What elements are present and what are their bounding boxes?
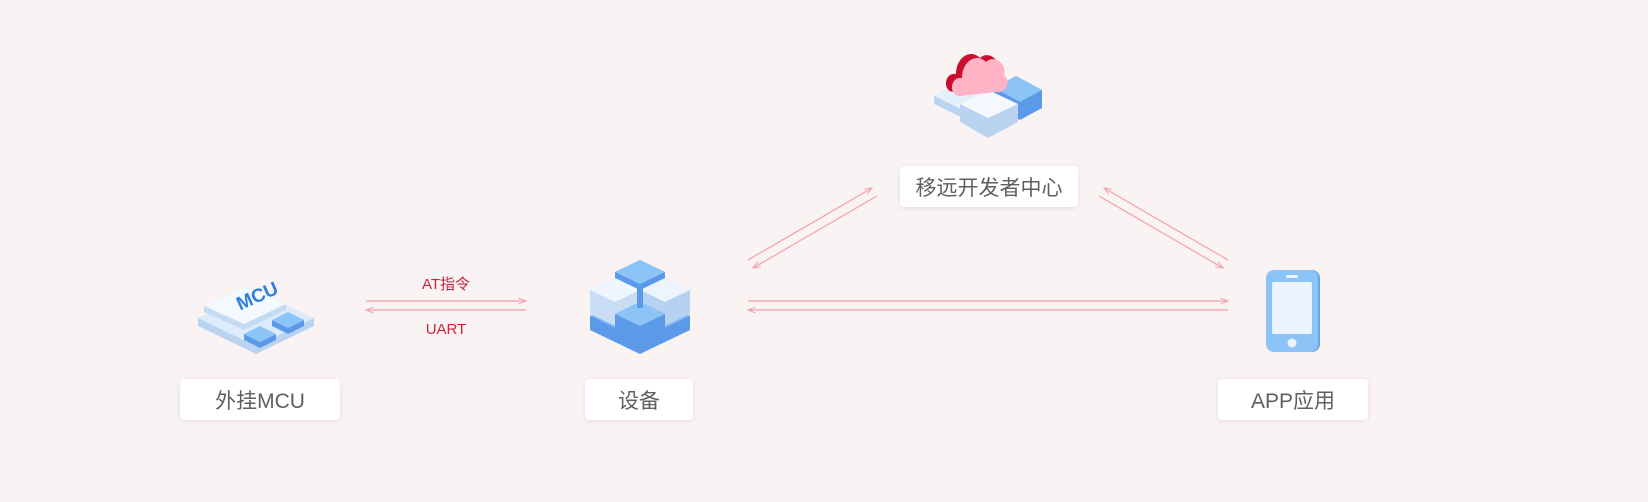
- link-label-uart: UART: [425, 321, 467, 338]
- device-cube-icon: [590, 260, 690, 354]
- node-label-cloud: 移远开发者中心: [900, 166, 1078, 207]
- arrow-device-to-cloud: [747, 188, 872, 261]
- arrow-app-to-cloud: [1104, 188, 1229, 261]
- arrow-cloud-to-app: [1098, 195, 1223, 268]
- mcu-chip-icon: MCU: [198, 278, 314, 354]
- arrow-cloud-to-device: [753, 195, 878, 268]
- node-label-app: APP应用: [1218, 379, 1368, 420]
- mobile-phone-icon: [1266, 270, 1320, 352]
- link-label-at-command: AT指令: [421, 276, 471, 293]
- node-label-mcu: 外挂MCU: [180, 379, 340, 420]
- cloud-platform-icon: [934, 53, 1042, 138]
- node-label-device: 设备: [585, 379, 693, 420]
